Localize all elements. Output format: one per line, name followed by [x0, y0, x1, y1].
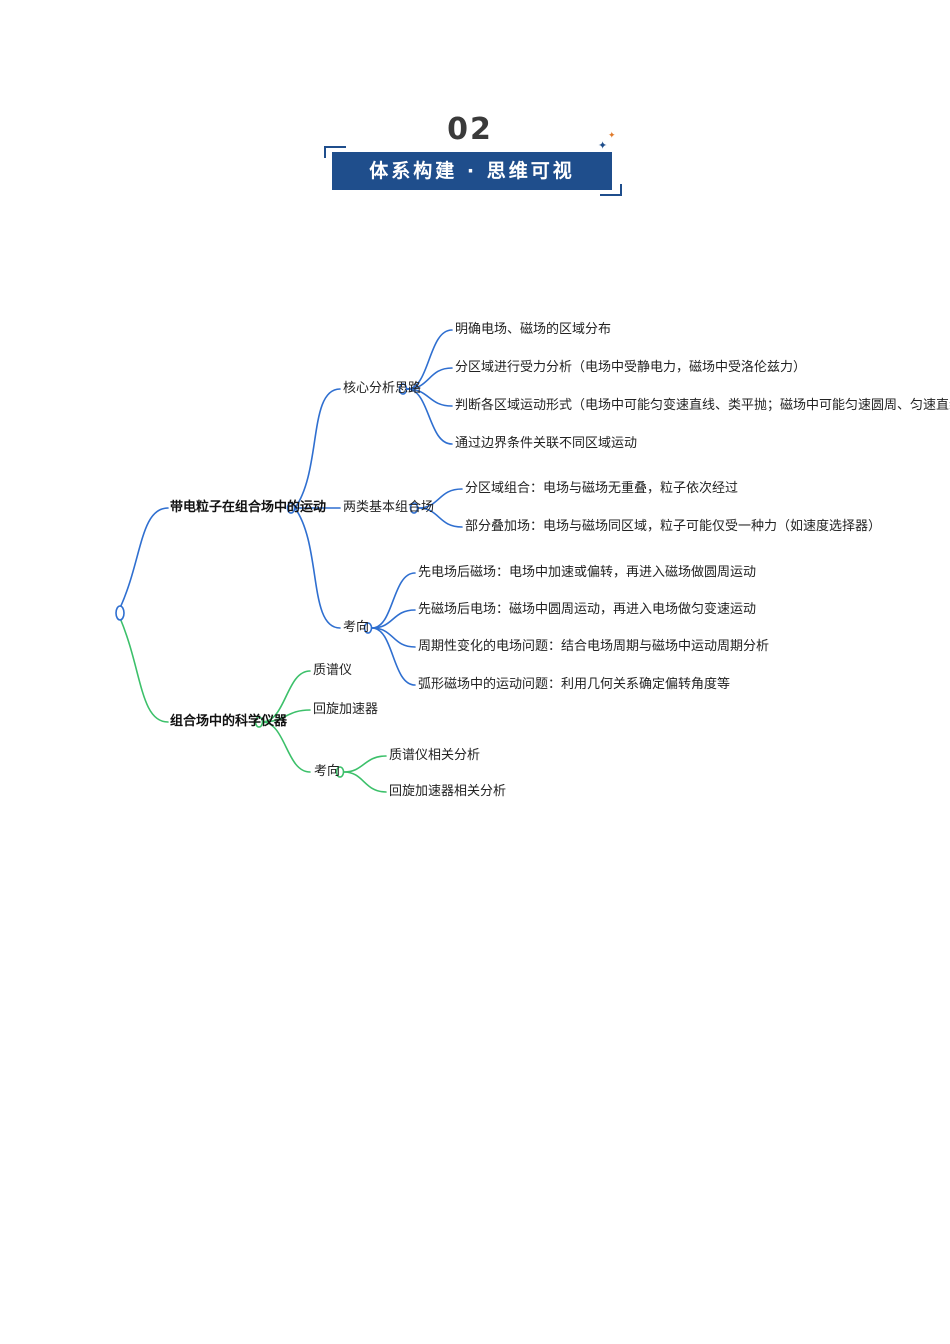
- sub1-item: 判断各区域运动形式（电场中可能匀变速直线、类平抛；磁场中可能匀速圆周、匀速直线）: [455, 398, 950, 413]
- branch2-sub-label: 考向: [314, 764, 341, 779]
- connector-sub1-item: [406, 329, 453, 390]
- branch2-item: 回旋加速器: [313, 702, 379, 717]
- sub1-node-dot: [398, 383, 408, 395]
- branch2-node-dot: [254, 716, 264, 728]
- connector-branch2-item: [261, 670, 311, 723]
- connector-branch2-sub-item: [343, 771, 387, 793]
- sub2-node-dot: [409, 502, 419, 514]
- sub3-item: 周期性变化的电场问题：结合电场周期与磁场中运动周期分析: [418, 639, 770, 654]
- branch1-label: 带电粒子在组合场中的运动: [170, 500, 327, 515]
- sub2-item: 分区域组合：电场与磁场无重叠，粒子依次经过: [465, 481, 739, 496]
- connector-sub3-item: [371, 609, 416, 629]
- connector-root-branch2: [119, 617, 169, 723]
- sub1-item: 明确电场、磁场的区域分布: [455, 322, 612, 337]
- connector-sub1-item: [406, 388, 453, 445]
- sub3-item: 先电场后磁场：电场中加速或偏转，再进入磁场做圆周运动: [418, 565, 757, 580]
- branch1-node-dot: [286, 502, 296, 514]
- connector-branch2-sub: [261, 721, 311, 773]
- banner-frame-corner: [600, 184, 622, 196]
- connector-branch1-sub3: [294, 507, 341, 629]
- connector-sub2-item: [417, 507, 463, 528]
- section-title-banner: 体系构建 · 思维可视: [332, 152, 612, 190]
- sub1-item: 分区域进行受力分析（电场中受静电力，磁场中受洛伦兹力）: [455, 360, 807, 375]
- sub2-label: 两类基本组合场: [343, 500, 435, 515]
- sparkle-icon: ✦: [608, 131, 616, 141]
- branch2-item: 质谱仪: [313, 663, 353, 678]
- section-number: 02: [447, 112, 493, 147]
- sparkle-icon: ✦: [598, 139, 608, 152]
- connector-sub3-item: [371, 627, 416, 686]
- sub1-item: 通过边界条件关联不同区域运动: [455, 436, 638, 451]
- sub3-label: 考向: [343, 620, 370, 635]
- connector-sub2-item: [417, 488, 463, 509]
- connector-sub1-item: [406, 367, 453, 390]
- branch2-label: 组合场中的科学仪器: [170, 714, 288, 729]
- branch2-sub-node-dot: [335, 766, 345, 778]
- banner-frame-corner: [324, 146, 346, 158]
- connector-root-branch1: [119, 507, 169, 609]
- branch2-sub-item: 质谱仪相关分析: [389, 748, 481, 763]
- sub3-item: 先磁场后电场：磁场中圆周运动，再进入电场做匀变速运动: [418, 602, 757, 617]
- connector-branch2-sub-item: [343, 755, 387, 773]
- sub2-item: 部分叠加场：电场与磁场同区域，粒子可能仅受一种力（如速度选择器）: [465, 519, 882, 534]
- connector-sub3-item: [371, 572, 416, 629]
- sub3-item: 弧形磁场中的运动问题：利用几何关系确定偏转角度等: [418, 677, 731, 692]
- sub3-node-dot: [363, 622, 373, 634]
- root-node: [115, 605, 125, 621]
- sub1-label: 核心分析思路: [343, 381, 422, 396]
- branch2-sub-item: 回旋加速器相关分析: [389, 784, 507, 799]
- connector-branch1-sub1: [294, 388, 341, 509]
- connector-branch2-item: [261, 709, 311, 723]
